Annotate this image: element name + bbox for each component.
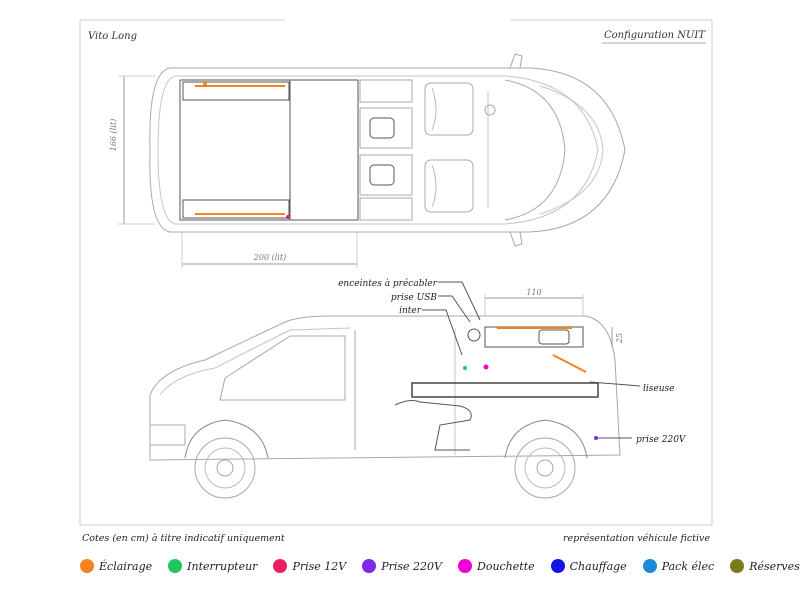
switch-dot-icon — [168, 559, 183, 573]
legend-label: Chauffage — [569, 559, 627, 573]
heating-dot-icon — [550, 559, 565, 573]
side-view-accents — [463, 327, 598, 440]
footer-note-left: Cotes (en cm) à titre indicatif uniqueme… — [82, 533, 285, 544]
plug-220-callout: prise 220V — [636, 435, 687, 445]
side-length-dimension-label: 110 — [526, 288, 541, 297]
width-dimension-label: 166 (lit) — [109, 119, 118, 151]
legend-item: Douchette — [458, 559, 535, 573]
speakers-callout: enceintes à précabler — [338, 278, 438, 289]
legend-item: Réserves d'eau — [730, 559, 800, 573]
top-view — [118, 53, 626, 268]
footer-note-right: représentation véhicule fictive — [563, 533, 710, 544]
legend-item: Prise 12V — [273, 559, 346, 573]
top-view-lighting-point — [203, 82, 207, 86]
plug-220v-dot-icon — [362, 559, 377, 573]
legend-item: Pack élec — [642, 559, 715, 573]
legend-label: Réserves d'eau — [749, 559, 800, 573]
legend-label: Douchette — [477, 559, 535, 573]
legend-item: Interrupteur — [168, 559, 257, 573]
legend-label: Interrupteur — [187, 559, 258, 573]
side-height-dimension-label: 25 — [615, 333, 624, 344]
legend-item: Prise 220V — [362, 559, 442, 573]
switch-callout: inter — [399, 306, 422, 316]
sheet-frame — [79, 19, 713, 526]
legend-label: Prise 220V — [381, 559, 442, 573]
legend: Éclairage Interrupteur Prise 12V Prise 2… — [80, 556, 800, 576]
legend-label: Prise 12V — [292, 559, 347, 573]
usb-callout: prise USB — [391, 293, 437, 303]
length-dimension-label: 200 (lit) — [253, 253, 286, 262]
config-label: Configuration NUIT — [604, 30, 706, 41]
shower-dot-icon — [458, 559, 472, 573]
side-view — [149, 281, 641, 499]
lighting-dot-icon — [80, 559, 94, 573]
top-view-lighting-strips — [195, 85, 285, 215]
legend-item: Chauffage — [550, 559, 627, 573]
legend-label: Éclairage — [99, 559, 153, 573]
reading-light-callout: liseuse — [643, 384, 674, 394]
top-view-plug-point — [286, 215, 290, 219]
legend-item: Éclairage — [80, 559, 152, 573]
model-label: Vito Long — [88, 31, 137, 42]
power-pack-dot-icon — [642, 559, 657, 573]
legend-label: Pack élec — [661, 559, 715, 573]
plug-12v-dot-icon — [273, 559, 288, 573]
water-tank-dot-icon — [730, 559, 745, 573]
